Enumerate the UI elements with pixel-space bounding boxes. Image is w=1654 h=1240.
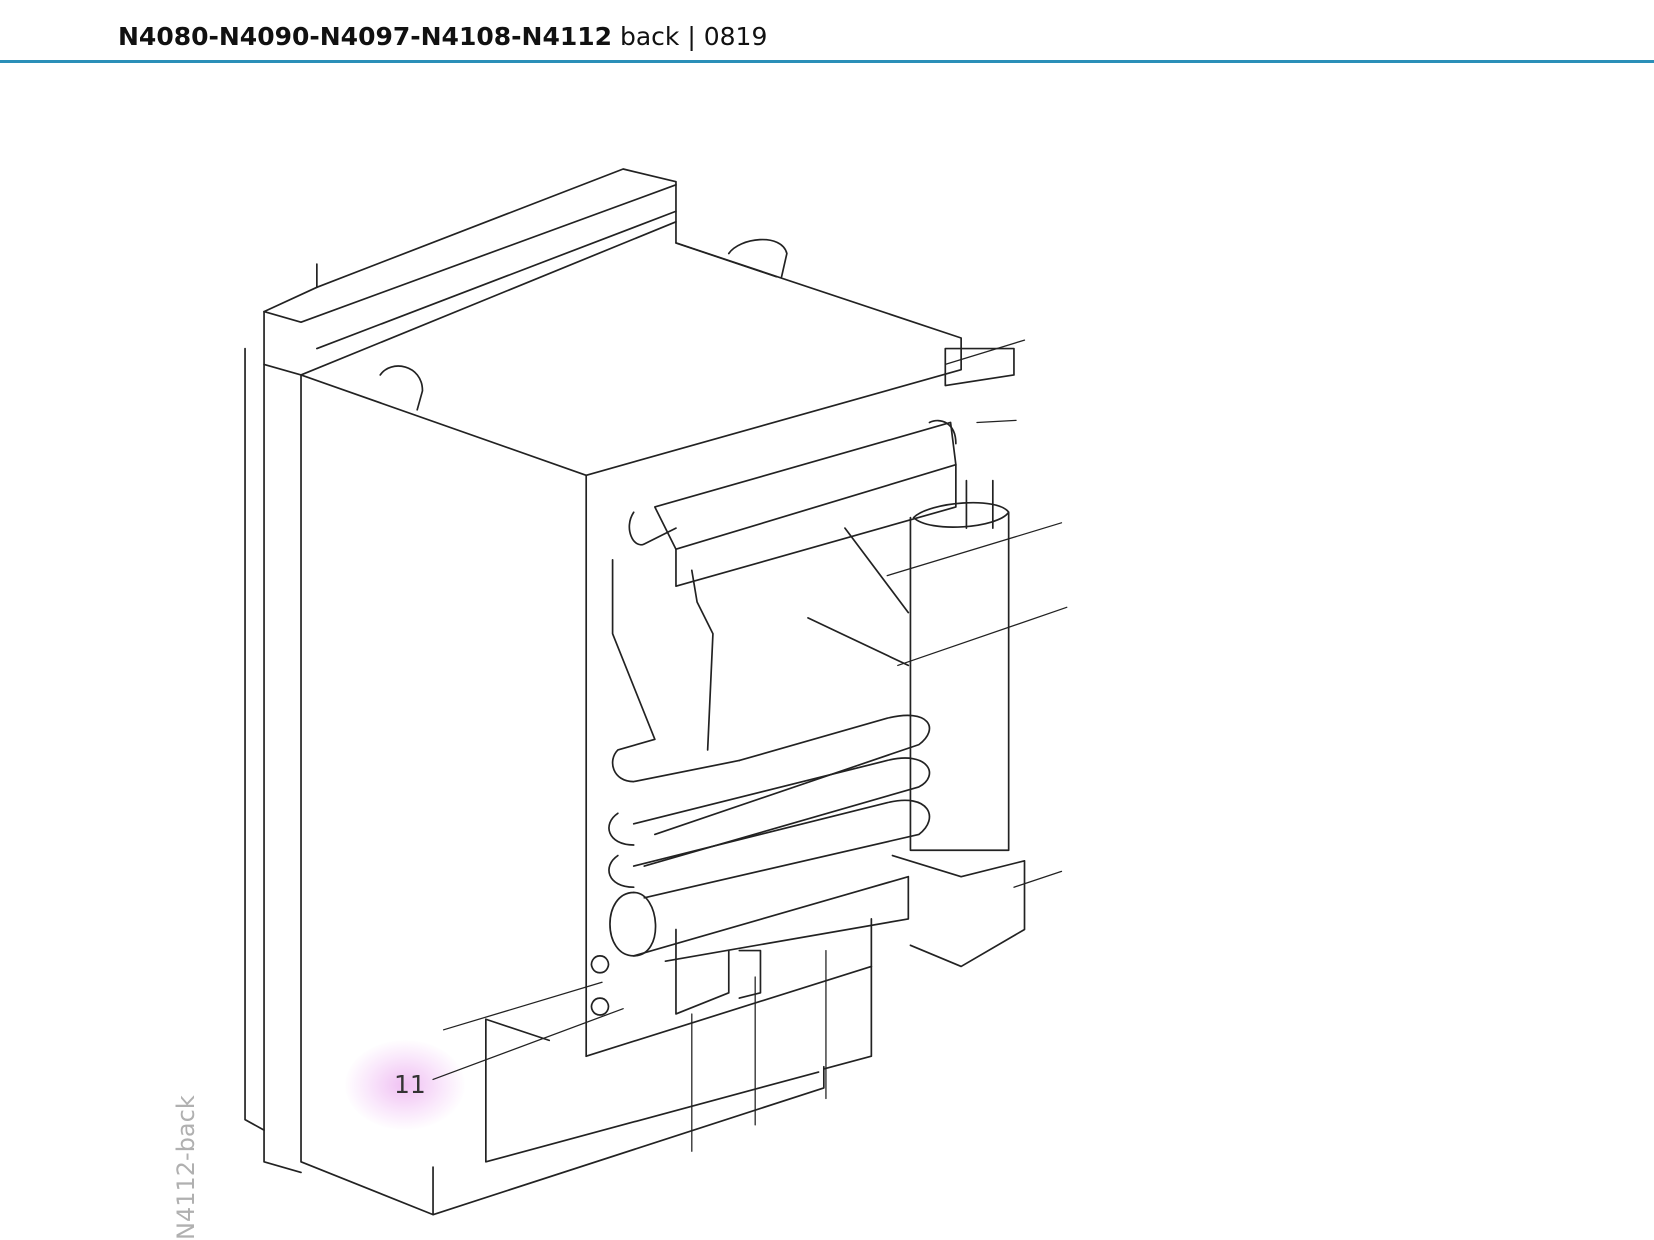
revision-code: 0819 [703,22,768,51]
side-label: N4112-back [172,1095,200,1240]
header-separator: | [687,22,696,51]
view-name: back [619,22,680,51]
page-header: N4080-N4090-N4097-N4108-N4112 back | 081… [118,22,767,51]
model-numbers: N4080-N4090-N4097-N4108-N4112 [118,22,613,51]
callout-number-11: 11 [394,1070,426,1099]
cooling-unit [590,347,1026,1016]
cabinet-body [244,242,962,1216]
callout-highlight [345,1040,465,1130]
top-frame [263,168,788,411]
header-rule [0,60,1654,63]
callout-leaders [432,339,1068,1152]
